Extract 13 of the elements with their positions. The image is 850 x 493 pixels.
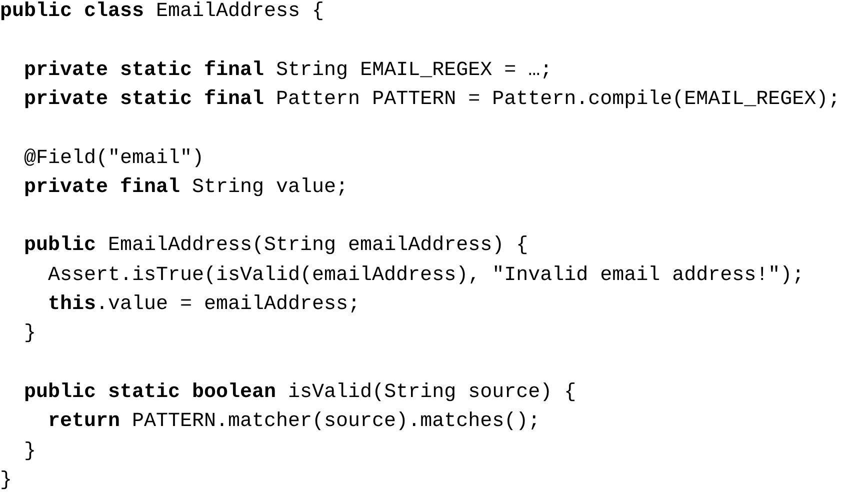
code-line: this.value = emailAddress; bbox=[48, 292, 360, 318]
code-line: } bbox=[24, 321, 36, 348]
code-line: @Field("email") bbox=[24, 146, 204, 172]
code-line: } bbox=[0, 468, 12, 493]
code-line: public static boolean isValid(String source) { bbox=[24, 380, 576, 406]
code-line: private final String value; bbox=[24, 174, 348, 201]
code-line: public class EmailAddress { bbox=[0, 0, 324, 25]
code-line: return PATTERN.matcher(source).matches(); bbox=[48, 409, 540, 436]
code-line: private static final String EMAIL_REGEX = …; bbox=[24, 58, 552, 84]
code-line: Assert.isTrue(isValid(emailAddress), "Invalid email address!"); bbox=[48, 262, 804, 289]
code-line: } bbox=[24, 438, 36, 464]
code-line: public EmailAddress(String emailAddress) { bbox=[24, 233, 528, 260]
code-line: private static final Pattern PATTERN = Pattern.compile(EMAIL_REGEX); bbox=[24, 86, 840, 113]
